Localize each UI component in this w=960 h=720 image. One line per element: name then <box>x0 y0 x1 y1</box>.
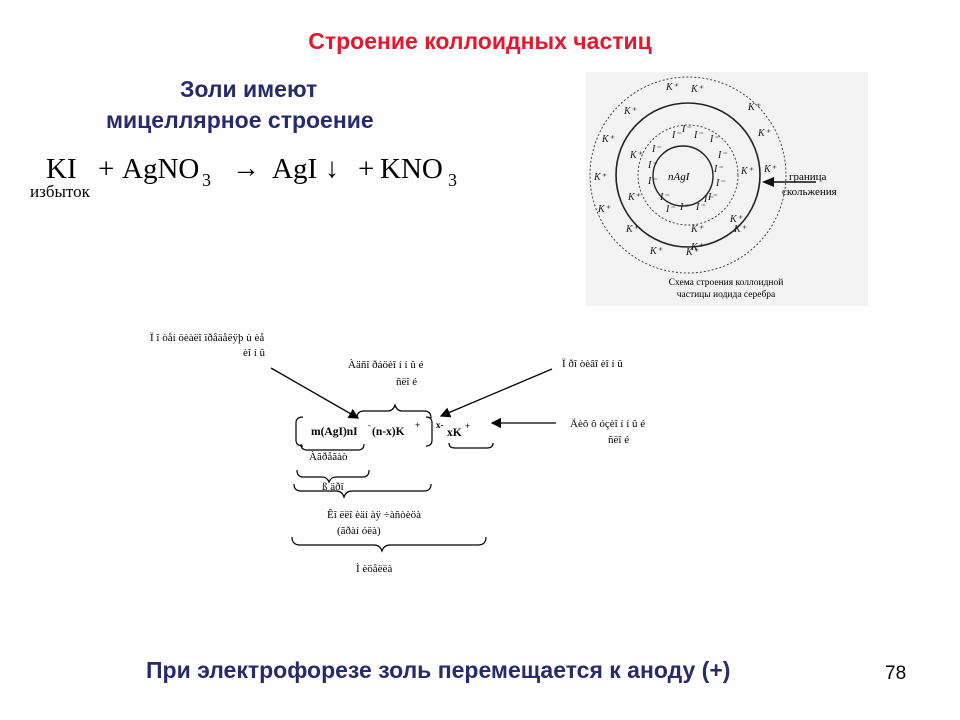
plus-sign-2: + <box>358 153 374 185</box>
formula-mid: (n-x)K <box>372 426 405 438</box>
label-potential-determining-1: Ï î òåí öèàëî ïðåäåëÿþ ù èå <box>150 332 264 344</box>
iodide-ion: I⁻ <box>681 124 691 135</box>
plus-sign-1: + <box>98 153 114 185</box>
aggregate-core-circle <box>652 145 714 207</box>
label-adsorption-layer-2: ñëî é <box>396 376 417 388</box>
scheme-caption-2: частицы иодида серебра <box>677 289 776 300</box>
k-ion: K⁺ <box>625 224 639 235</box>
boundary-label-1: граница <box>789 171 827 183</box>
k-ion: K⁺ <box>629 150 643 161</box>
label-diffuse-layer-2: ñëî é <box>608 434 629 446</box>
product-kno: KNO <box>380 153 443 185</box>
iodide-ion: I⁻ <box>651 144 661 155</box>
label-micelle: Ì èöåëëà <box>356 563 392 575</box>
adsorption-layer-boundary <box>637 124 739 226</box>
reactant-ki: KI <box>46 153 77 185</box>
iodide-ion: I⁻ <box>715 178 725 189</box>
k-ion: K⁺ <box>733 224 747 235</box>
label-diffuse-layer-1: Äèô ô óçèî í í û é <box>570 418 645 430</box>
k-ion: K⁺ <box>690 84 704 95</box>
label-counter-ions: Ï ðî òèâî èî í û <box>562 358 623 370</box>
subtitle-line-2: мицеллярное строение <box>106 107 374 133</box>
subtitle-line-1: Золи имеют <box>180 76 318 102</box>
label-potential-determining-2: èî í û <box>243 347 265 359</box>
k-ion: K⁺ <box>627 192 641 203</box>
scheme-caption-1: Схема строения коллоидной <box>669 277 784 288</box>
k-ion: K⁺ <box>757 128 771 139</box>
k-ion: K⁺ <box>593 172 607 183</box>
k-ion: K⁺ <box>763 164 777 175</box>
reaction-equation: KI + AgNO 3 → AgI ↓ + KNO 3 избыток <box>30 153 457 201</box>
diffuse-brace <box>448 442 494 449</box>
micelle-left-bracket <box>295 416 304 447</box>
label-colloid-particle-2: (ãðàí óëà) <box>337 525 381 537</box>
colloid-scheme: nAgI K⁺ K⁺ K⁺ K⁺ K⁺ K⁺ K⁺ K⁺ K⁺ K⁺ K⁺ K⁺… <box>586 72 868 306</box>
k-ion: K⁺ <box>690 224 704 235</box>
label-aggregate: Àãðåãàò <box>309 451 348 463</box>
product-agi: AgI <box>272 153 317 185</box>
arrow-counter-ions <box>439 368 553 418</box>
arrow-potential-ions <box>270 367 360 419</box>
outer-plus: + <box>465 421 470 431</box>
iodide-ion: I⁻ <box>695 202 705 213</box>
diffuse-layer-boundary <box>589 76 787 274</box>
particle-charge: x- <box>436 420 444 430</box>
formula-main: m(AgI)nI <box>311 426 358 438</box>
particle-brace <box>293 483 432 499</box>
formula-plus: + <box>415 420 420 430</box>
excess-note: избыток <box>30 182 91 201</box>
reactant-agno: AgNO <box>122 153 199 185</box>
slide-title: Строение коллоидных частиц <box>308 28 652 54</box>
iodide-ion: I⁻ <box>707 192 717 203</box>
label-adsorption-layer-1: Àäñî ðáöèî í í û é <box>348 359 424 371</box>
iodide-ion: I⁻ <box>647 176 657 187</box>
k-ion: K⁺ <box>685 247 699 258</box>
iodide-ion: I⁻ <box>671 130 681 141</box>
core-label: nAgI <box>668 171 691 183</box>
k-ion: K⁺ <box>597 204 611 215</box>
micelle-right-bracket <box>425 416 433 447</box>
k-ion: K⁺ <box>747 102 761 113</box>
iodide-ion: I⁻ <box>717 150 727 161</box>
iodide-ion: I⁻ <box>665 204 675 215</box>
scheme-background <box>586 72 868 306</box>
iodide-ion: I⁻ <box>713 164 723 175</box>
page-number: 78 <box>885 663 907 684</box>
k-ion: K⁺ <box>623 106 637 117</box>
iodide-ion: I⁻ <box>659 192 669 203</box>
outer-counter-ions: xK <box>447 427 462 439</box>
iodide-ion: I⁻ <box>703 194 713 205</box>
k-ion: K⁺ <box>740 166 754 177</box>
aggregate-brace <box>300 443 365 451</box>
k-ion: K⁺ <box>690 242 704 253</box>
iodide-ion: I⁻ <box>679 202 689 213</box>
iodide-ion: I⁻ <box>709 134 719 145</box>
reaction-arrow: → <box>232 153 260 184</box>
micelle-brace <box>291 536 487 553</box>
iodide-ion: I⁻ <box>647 160 657 171</box>
formula-minus: - <box>368 421 371 430</box>
product-kno-sub: 3 <box>448 170 457 190</box>
k-ion: K⁺ <box>729 214 743 225</box>
electrophoresis-statement: При электрофорезе золь перемещается к ан… <box>146 657 731 683</box>
boundary-label-2: скольжения <box>782 186 837 198</box>
precipitate-arrow: ↓ <box>325 153 339 184</box>
k-ion: K⁺ <box>649 246 663 257</box>
k-ion: K⁺ <box>665 82 679 93</box>
k-ion: K⁺ <box>601 134 615 145</box>
adsorption-brace <box>356 403 432 419</box>
iodide-ion: I⁻ <box>693 130 703 141</box>
slip-boundary-circle <box>615 102 761 248</box>
label-core: ß äðî <box>322 481 345 493</box>
reactant-agno-sub: 3 <box>202 170 211 190</box>
label-colloid-particle-1: Êî ëëî èäí àÿ ÷àñòèöà <box>327 509 421 521</box>
boundary-pointer-arrowhead <box>762 177 774 187</box>
core-brace <box>296 469 370 484</box>
